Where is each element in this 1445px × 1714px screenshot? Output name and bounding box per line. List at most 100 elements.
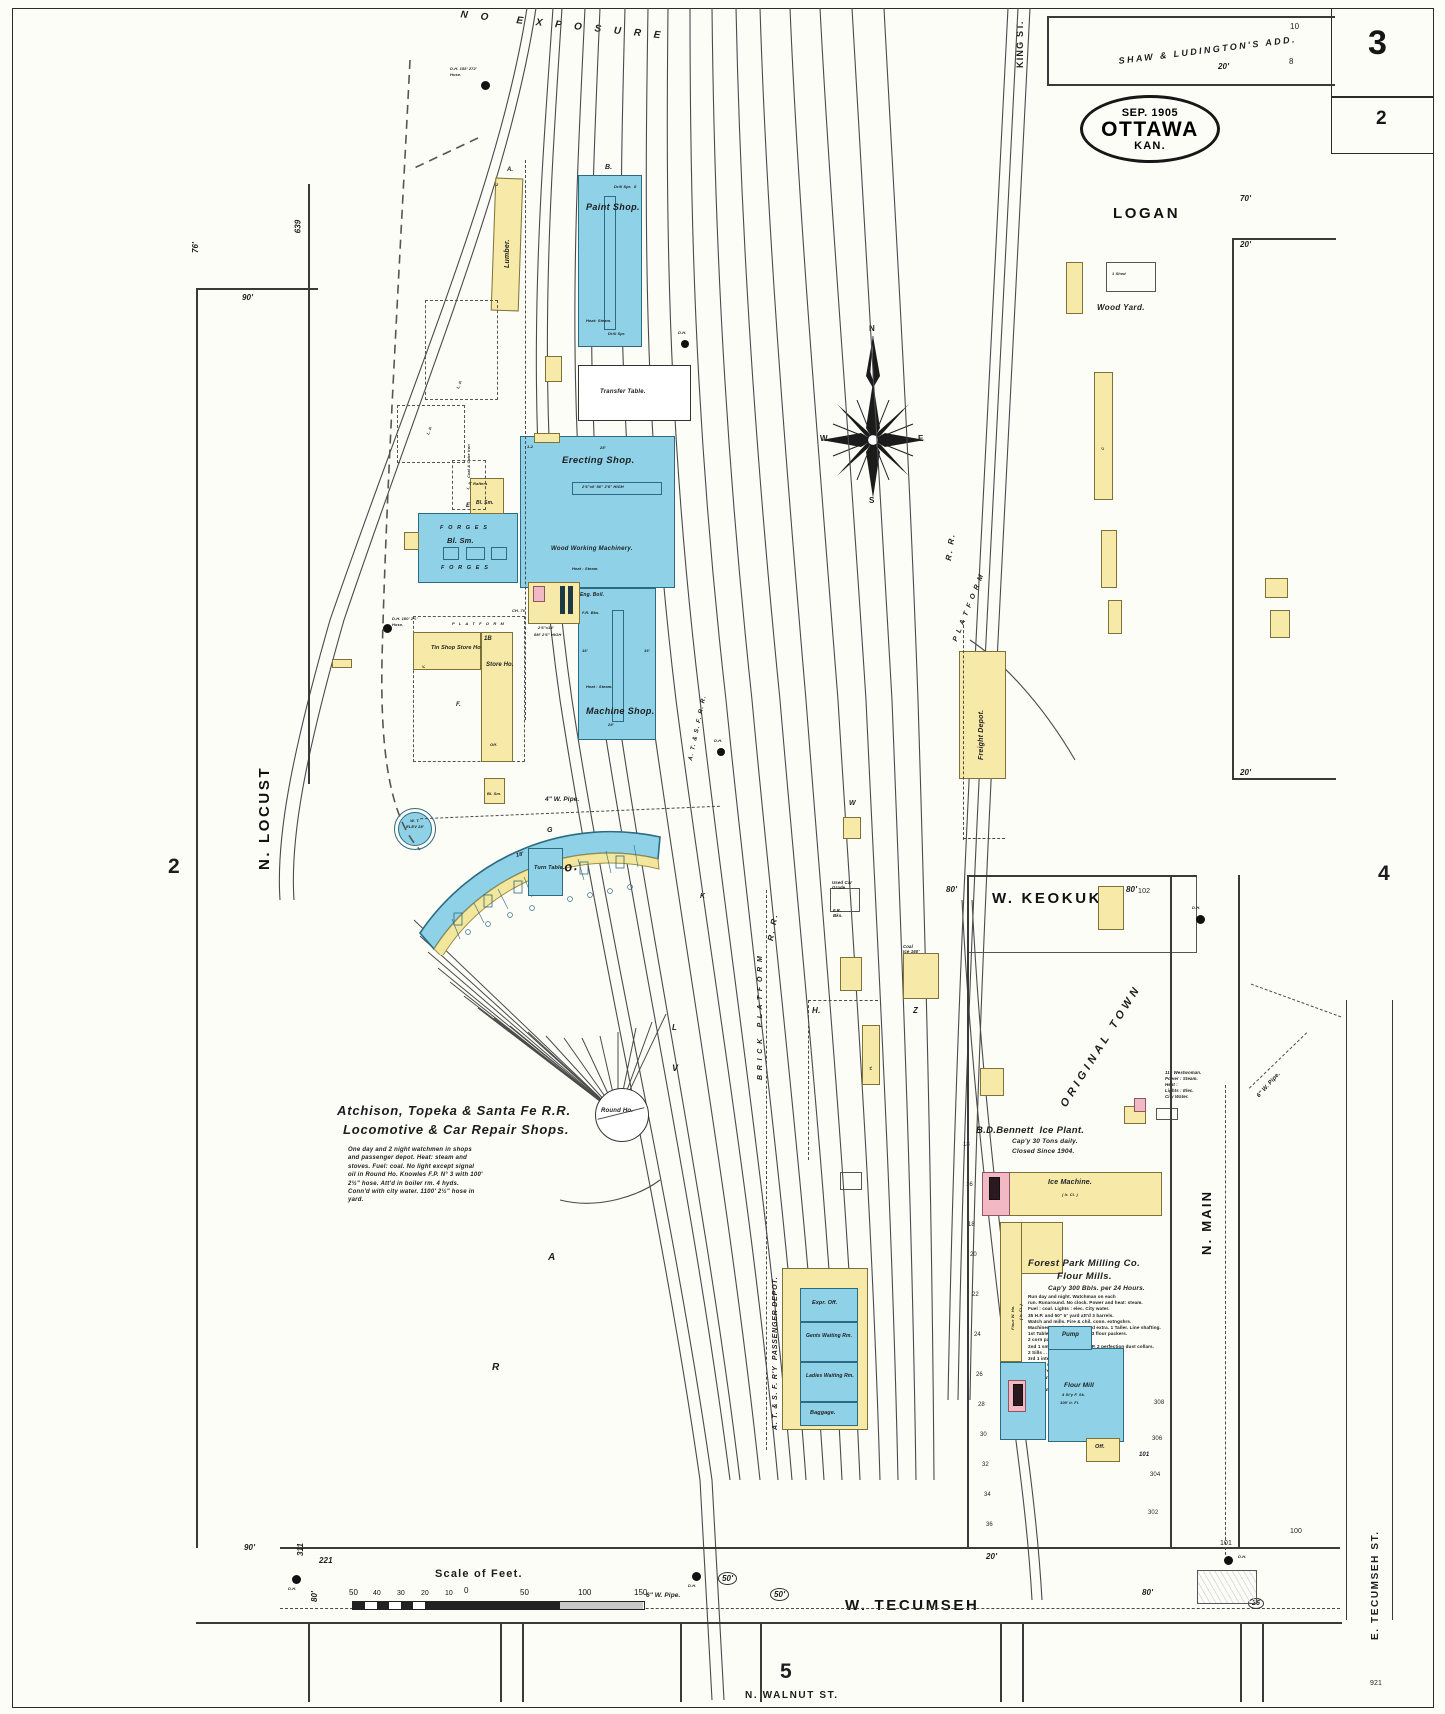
dim-label-80a: 80': [310, 1590, 320, 1603]
hydrant-dot-8: [1224, 1556, 1233, 1565]
dim-label-20c: 20': [1240, 768, 1252, 777]
letter-label-z: Z: [913, 1006, 919, 1015]
water-tank-label: W. T. ELEV 28': [406, 818, 424, 829]
water-pipe-6in: [280, 1608, 1340, 1609]
paint-shop-drill-note-bottom: Drill Spr.: [608, 331, 626, 336]
tecumseh-street-line-top: [280, 1547, 1340, 1549]
wood-working-heat-note: Heat : Steam.: [572, 566, 599, 571]
building-small-shed-c: [332, 659, 352, 668]
forge-box-2: [466, 547, 485, 560]
logan-lower-block-top: [1232, 238, 1336, 240]
track-field-dash-2: [808, 1000, 809, 1160]
letter-label-w: W: [849, 800, 857, 807]
logan-block-line-top: [1047, 16, 1335, 18]
label-office-small: Off.: [1095, 1444, 1105, 1450]
dim-label-639: 639: [293, 219, 303, 234]
erecting-shop-pit: [572, 482, 662, 495]
building-label-transfer-table: Transfer Table.: [600, 389, 646, 395]
building-coal-shed-tr-6: [1270, 610, 1290, 638]
ice-plant-notes: 110 Westwoman. Power : Steam. Heat : Lig…: [1165, 1070, 1202, 1099]
scale-seg-2: [377, 1602, 389, 1609]
building-label-store-ho-small: Store Ho.: [457, 645, 483, 651]
building-machine-shop: [578, 588, 656, 740]
rr-facility-title: Locomotive & Car Repair Shops.: [343, 1122, 570, 1137]
lot-number-10: 10: [1290, 22, 1300, 31]
forges-label-bottom: F O R G E S: [441, 565, 490, 571]
platform-right-edge: [963, 620, 964, 840]
label-wood-yard: Wood Yard.: [1097, 303, 1145, 312]
bottom-block-4-right: [1240, 1622, 1242, 1702]
building-small-shed-b: [534, 433, 560, 443]
dh-label-5: D.H.: [288, 1586, 297, 1591]
building-track-shed-4: [862, 1025, 880, 1085]
dh-label-4: D.H.: [714, 738, 723, 743]
building-track-shed-2: [840, 957, 862, 991]
scale-tick-30: 30: [397, 1590, 405, 1597]
bottom-right-lot-number: 921: [1370, 1680, 1382, 1687]
stamp-date: SEP. 1905: [1121, 106, 1179, 119]
building-label-freight-depot: Freight Depot.: [978, 709, 985, 760]
forge-box-3: [491, 547, 507, 560]
label-brick-platform: B R I C K P L A T F O R M: [757, 954, 764, 1080]
lot-num-18b: 18: [968, 1222, 975, 1228]
machine-shop-dim-left: 16': [582, 648, 588, 653]
building-label-turn-table: Round Ho.: [601, 1108, 634, 1114]
machine-shop-dim: 28': [608, 722, 614, 727]
label-flour-mills: Flour Mills.: [1057, 1271, 1112, 1282]
letter-label-l: L: [672, 1023, 678, 1032]
machine-shop-dim-right: 16': [644, 648, 650, 653]
street-label-n-walnut: N. WALNUT ST.: [745, 1690, 839, 1701]
eng-boil-fr-bks: F.R. Bks.: [582, 610, 600, 615]
block-line-left-top: [196, 288, 318, 290]
building-pump-house: [1048, 1326, 1092, 1350]
building-flour-mill: [1048, 1348, 1124, 1442]
lot-number-8: 8: [1289, 57, 1294, 66]
mill-boiler-stack: [1013, 1384, 1023, 1406]
building-freight-depot: [959, 651, 1006, 779]
building-transfer-table: [578, 365, 691, 421]
dh-label-6: D.H.: [688, 1583, 697, 1588]
neatline-outer: [12, 8, 1434, 1708]
boiler-stack-1: [560, 586, 565, 614]
bottom-right-hatched-lot: [1197, 1570, 1257, 1604]
building-coal-shed-tr-4: [1108, 600, 1122, 634]
keokuk-lot-numbers: 101: [1139, 1452, 1150, 1458]
building-label-erecting-shop: Erecting Shop.: [562, 455, 635, 466]
building-label-eng-boil: Eng. Boil.: [580, 592, 605, 598]
label-ice-plant-capacity: Cap'y 30 Tons daily.: [1012, 1138, 1078, 1145]
building-flour-warehouse-tall: [1000, 1222, 1022, 1362]
tecumseh-street-line-bottom: [196, 1622, 1342, 1624]
building-track-outline-1: [830, 888, 860, 912]
page-index-box: [1331, 96, 1434, 154]
hydrant-dot-3: [681, 340, 689, 348]
platform-label: P L A T F O R M: [452, 621, 506, 626]
scale-seg-3: [401, 1602, 413, 1609]
property-dashed-boundary: [380, 60, 479, 851]
building-coal-shed-tr-5: [1265, 578, 1288, 598]
e-tecumseh-line-2: [1392, 1000, 1394, 1620]
dim-label-50: 50': [770, 1588, 790, 1601]
addr-304: 304: [1150, 1472, 1161, 1478]
lot-num-22: 22: [972, 1292, 979, 1298]
dh-label-3: D.H.: [678, 330, 687, 335]
boiler-stack-2: [568, 586, 573, 614]
logan-block-line-bottom: [1047, 84, 1335, 86]
hydrant-dot-6: [692, 1572, 701, 1581]
track-label-note-2: F.R. Bks.: [833, 908, 843, 919]
water-tank-outer: [394, 808, 436, 850]
e-tecumseh-line-1: [1346, 1000, 1348, 1620]
adjacent-sheet-right: 4: [1378, 862, 1391, 885]
building-label-oil-house: Turn Table.: [534, 865, 565, 871]
building-track-outline-2: [840, 1172, 862, 1190]
building-paint-shop: [578, 175, 642, 347]
keokuk-block-top: [967, 875, 1197, 877]
hydrant-dot-5: [292, 1575, 301, 1584]
paint-shop-drill-note-top: Drill Spr.: [614, 184, 632, 189]
stamp-city: OTTAWA: [1101, 117, 1199, 141]
label-flour-mill-story: 4 St'y F. Sk.: [1062, 1392, 1086, 1397]
bottom-block-1-right: [500, 1622, 502, 1702]
platform-f-letter: F.: [456, 702, 461, 708]
track-field-dash-1: [808, 1000, 878, 1001]
dim-label-90-bottom: 90': [244, 1543, 256, 1552]
